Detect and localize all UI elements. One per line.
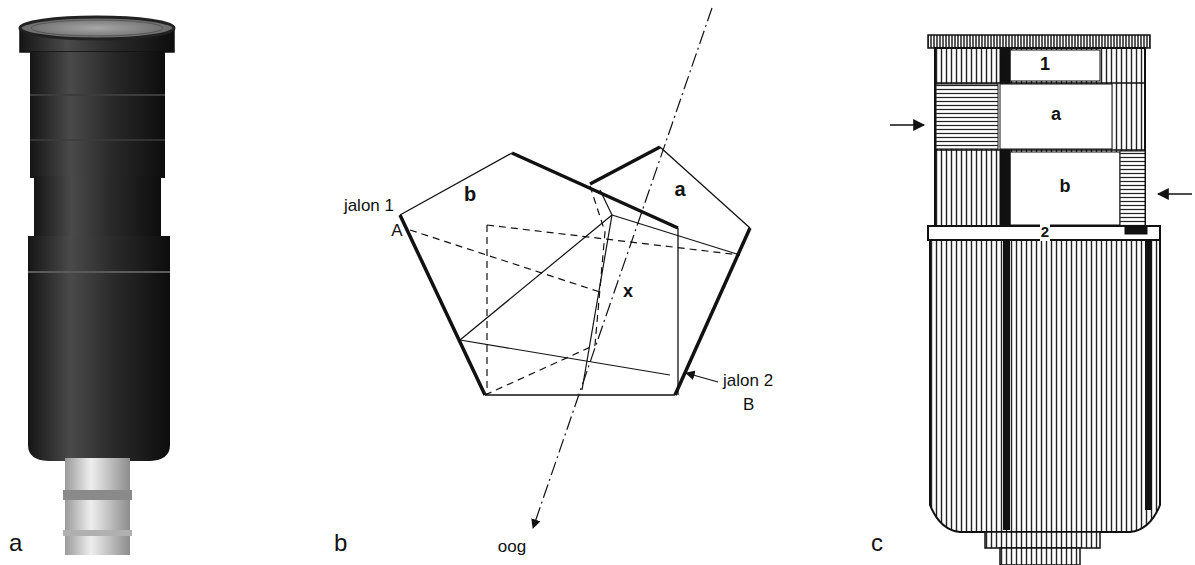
- prism-diagram: [400, 8, 750, 528]
- part-label: b: [1059, 177, 1072, 197]
- rod-label: jalon 1: [343, 197, 395, 216]
- panel-letter: a: [8, 530, 23, 556]
- prism-label: a: [673, 178, 686, 200]
- panel-letter: c: [870, 530, 884, 556]
- part-label: a: [1050, 105, 1062, 125]
- instrument-drawing: [890, 35, 1192, 565]
- point-label: x: [622, 282, 634, 302]
- point-label: B: [742, 396, 755, 415]
- instrument-photo: [20, 17, 174, 555]
- part-number: 2: [1040, 224, 1050, 241]
- prism-label: b: [463, 183, 477, 205]
- panel-letter: b: [333, 530, 348, 556]
- rod-label: jalon 2: [722, 372, 774, 391]
- eye-label: oog: [497, 538, 527, 557]
- part-number: 1: [1039, 55, 1051, 75]
- point-label: A: [390, 222, 403, 241]
